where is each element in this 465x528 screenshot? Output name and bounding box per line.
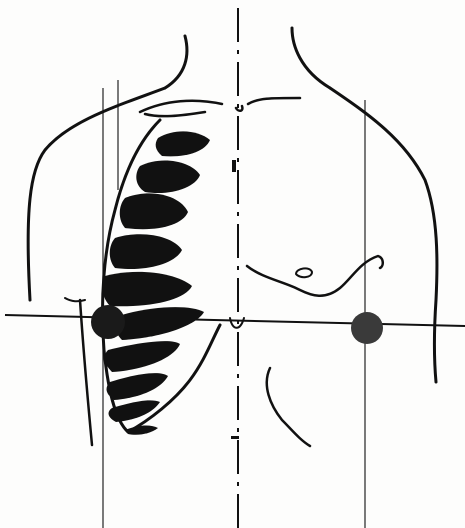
horizontal-line xyxy=(5,315,465,326)
rib-2 xyxy=(136,160,200,193)
right-shoulder-contour xyxy=(330,88,437,382)
rib-5 xyxy=(102,272,192,306)
neck-right xyxy=(292,28,330,88)
collarbone-right xyxy=(236,98,300,111)
guide-lines xyxy=(5,8,465,528)
abdomen-curve xyxy=(267,368,310,446)
left-marker xyxy=(91,305,125,339)
rib-9 xyxy=(109,400,160,422)
rib-7 xyxy=(105,341,180,372)
body-outline xyxy=(28,28,437,446)
midline-tick-upper xyxy=(232,160,236,172)
nipple xyxy=(296,268,312,277)
left-flank-contour xyxy=(80,300,92,445)
pectoral-line xyxy=(247,256,383,296)
rib-8 xyxy=(107,373,168,400)
rib-1 xyxy=(156,131,210,156)
right-marker xyxy=(351,312,383,344)
midline-tick-lower xyxy=(231,436,239,439)
rib-6 xyxy=(115,307,204,340)
left-armpit-tick xyxy=(65,298,85,301)
rib-10-fragment xyxy=(125,426,158,435)
neck-left xyxy=(165,36,187,88)
rib-4 xyxy=(110,234,182,269)
rib-3 xyxy=(120,193,188,229)
collarbone-left xyxy=(140,101,222,116)
rib-cage xyxy=(102,120,220,435)
